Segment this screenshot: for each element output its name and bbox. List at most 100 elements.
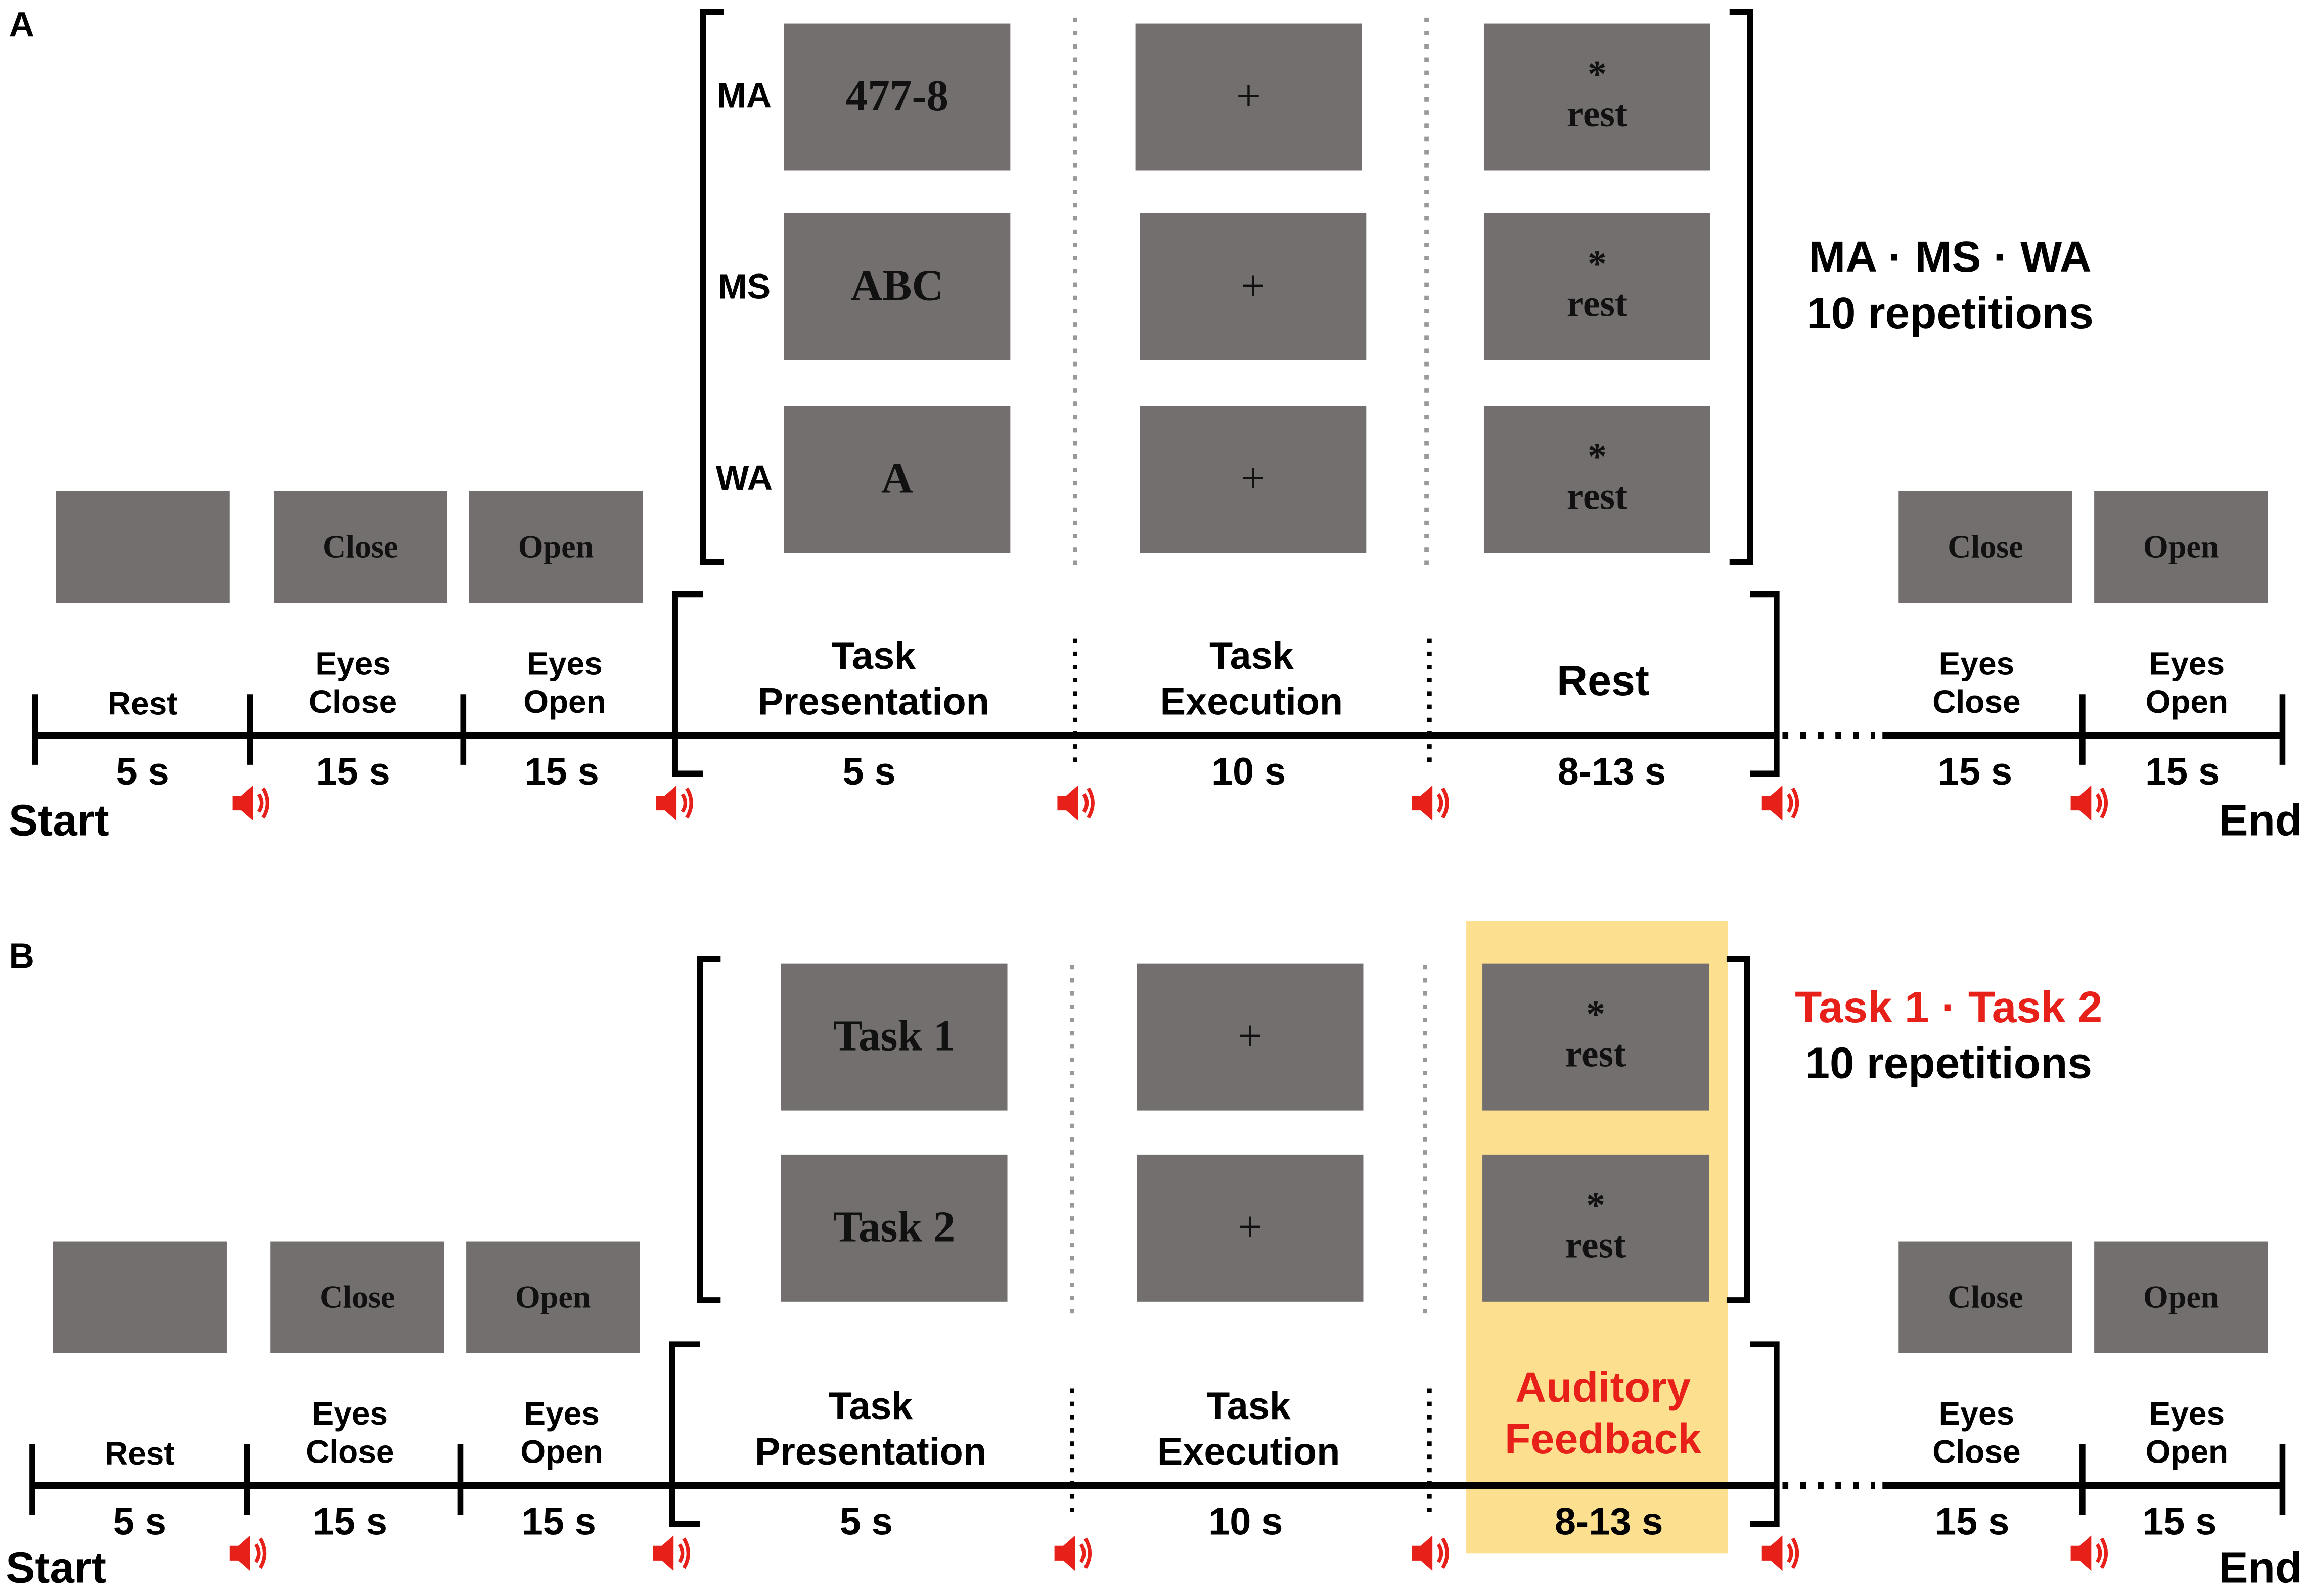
phase-rest: Rest: [104, 1435, 175, 1472]
phase-eyes-open: Eyes Open: [2145, 1395, 2229, 1471]
panel-letter-b: B: [9, 937, 34, 977]
fixation-cross: +: [1237, 1011, 1263, 1060]
eyes-open-screen: Open: [2094, 1241, 2268, 1353]
speaker-icon: [656, 786, 691, 821]
duration: 15 s: [521, 1499, 596, 1544]
eyes-open-screen: Open: [469, 491, 643, 603]
fixation-screen: +: [1140, 213, 1367, 360]
close-text: Close: [1948, 528, 2023, 566]
phase-task-execution: Task Execution: [1160, 633, 1343, 724]
open-text: Open: [2143, 528, 2219, 566]
rest-star: *: [1588, 243, 1607, 286]
start-label: Start: [8, 797, 109, 846]
rest-screen: *rest: [1482, 963, 1709, 1111]
phase-eyes-open: Eyes Open: [523, 645, 606, 721]
speaker-icon: [233, 786, 268, 821]
open-text: Open: [518, 528, 594, 566]
rest-star: *: [1588, 53, 1607, 97]
end-label: End: [2219, 797, 2302, 846]
repetition-count: 10 repetitions: [1806, 290, 2094, 339]
condition-label: MA: [716, 76, 772, 116]
speaker-icon: [1412, 786, 1447, 821]
task-cue-text: Task 2: [833, 1203, 956, 1252]
duration: 8-13 s: [1554, 1499, 1663, 1544]
task-cue-text: A: [881, 454, 913, 503]
fixation-cross: +: [1236, 71, 1261, 120]
speaker-icon: [1057, 786, 1093, 821]
speaker-icon: [1762, 786, 1797, 821]
repetition-count: 10 repetitions: [1805, 1039, 2092, 1088]
duration: 8-13 s: [1557, 749, 1666, 794]
close-text: Close: [1948, 1279, 2023, 1316]
phase-eyes-close: Eyes Close: [1932, 1395, 2021, 1471]
panel-a-lines: [32, 9, 2286, 777]
blank-rest-screen: [56, 491, 230, 603]
duration: 10 s: [1211, 749, 1286, 794]
duration: 15 s: [1935, 1499, 2010, 1544]
rest-screen: *rest: [1483, 213, 1710, 360]
task-cue-screen: Task 2: [781, 1154, 1008, 1302]
phase-eyes-open: Eyes Open: [520, 1395, 603, 1471]
close-text: Close: [322, 528, 398, 566]
fixation-cross: +: [1240, 454, 1265, 503]
eyes-open-screen: Open: [466, 1241, 640, 1353]
phase-task-presentation: Task Presentation: [754, 1384, 987, 1474]
fixation-screen: +: [1137, 1154, 1364, 1302]
rest-screen: *rest: [1483, 405, 1710, 553]
phase-eyes-open: Eyes Open: [2145, 645, 2229, 721]
phase-rest: Rest: [1557, 658, 1650, 706]
phase-rest: Rest: [107, 685, 178, 722]
rest-text: rest: [1566, 282, 1628, 325]
rest-star: *: [1586, 993, 1605, 1036]
phase-eyes-close: Eyes Close: [308, 645, 397, 721]
start-label: Start: [6, 1544, 106, 1593]
phase-task-presentation: Task Presentation: [757, 633, 989, 724]
repetition-title: MA · MS · WA: [1808, 234, 2092, 283]
fixation-cross: +: [1240, 261, 1265, 310]
blank-rest-screen: [53, 1241, 227, 1353]
speaker-icon: [1412, 1535, 1447, 1571]
eyes-close-screen: Close: [270, 1241, 444, 1353]
speaker-icon: [2071, 1535, 2106, 1571]
eyes-close-screen: Close: [274, 491, 447, 603]
duration: 15 s: [2142, 1499, 2217, 1544]
duration: 15 s: [312, 1499, 387, 1544]
task-cue-screen: ABC: [784, 213, 1011, 360]
speaker-icon: [230, 1535, 265, 1571]
duration: 5 s: [113, 1499, 166, 1544]
task-cue-text: Task 1: [833, 1011, 956, 1060]
task-cue-screen: A: [784, 405, 1011, 553]
speaker-icon: [1762, 1535, 1797, 1571]
fixation-screen: +: [1140, 405, 1367, 553]
duration: 15 s: [524, 749, 599, 794]
task-cue-text: 477-8: [845, 71, 949, 120]
speaker-icon: [2071, 786, 2106, 821]
speaker-icons-a: [233, 786, 2106, 821]
duration: 5 s: [116, 749, 169, 794]
condition-label: MS: [717, 267, 771, 308]
eyes-close-screen: Close: [1898, 1241, 2072, 1353]
phase-eyes-close: Eyes Close: [306, 1395, 394, 1471]
phase-auditory-feedback: Auditory Feedback: [1504, 1365, 1702, 1464]
duration: 15 s: [1937, 749, 2013, 794]
speaker-icon: [653, 1535, 689, 1571]
close-text: Close: [320, 1279, 395, 1316]
rest-text: rest: [1566, 92, 1628, 135]
repetition-title: Task 1 · Task 2: [1795, 984, 2103, 1033]
rest-screen: *rest: [1482, 1154, 1709, 1302]
rest-screen: *rest: [1483, 23, 1710, 171]
duration: 5 s: [839, 1499, 893, 1544]
fixation-screen: +: [1135, 23, 1362, 171]
task-cue-screen: Task 1: [781, 963, 1008, 1111]
rest-star: *: [1586, 1184, 1605, 1227]
fixation-screen: +: [1137, 963, 1364, 1111]
panel-b-lines: [29, 956, 2286, 1527]
speaker-icon: [1055, 1535, 1090, 1571]
speaker-icons-b: [230, 1535, 2106, 1571]
task-cue-screen: 477-8: [784, 23, 1011, 171]
duration: 10 s: [1208, 1499, 1283, 1544]
panel-letter-a: A: [9, 6, 34, 46]
eyes-open-screen: Open: [2094, 491, 2268, 603]
rest-text: rest: [1565, 1032, 1626, 1075]
